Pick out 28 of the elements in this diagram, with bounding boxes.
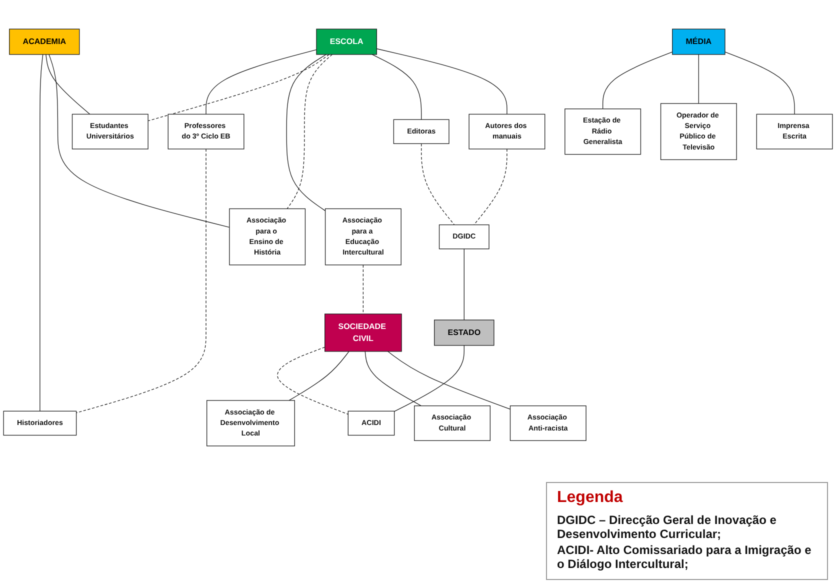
legend-text: DGIDC – Direcção Geral de Inovação e Desenvolvimento Curricular; — [557, 513, 778, 541]
connector — [148, 54, 330, 122]
node-box: SOCIEDADE CIVIL — [324, 314, 402, 352]
node-box: MÉDIA — [672, 28, 726, 55]
connector — [277, 346, 348, 415]
connector — [48, 54, 230, 228]
node-box: ESTADO — [434, 320, 494, 346]
connector — [46, 54, 90, 115]
node-box: ESCOLA — [316, 28, 378, 55]
connector — [421, 143, 455, 226]
node-box: ACADEMIA — [9, 28, 80, 55]
connector — [288, 351, 350, 401]
connector — [206, 49, 317, 115]
connector — [364, 351, 422, 406]
connector — [698, 54, 699, 104]
connector — [286, 54, 326, 212]
connector — [372, 54, 422, 120]
connector — [602, 52, 673, 110]
connector — [387, 351, 511, 410]
connector — [474, 148, 508, 226]
legend-title: Legenda — [557, 489, 624, 507]
connector — [362, 264, 364, 314]
connector — [376, 48, 508, 115]
connector — [286, 54, 333, 210]
connector — [40, 54, 44, 412]
connector — [724, 52, 795, 115]
legend-text: ACIDI- Alto Comissariado para a Imigração e o Diálogo Intercultural; — [557, 543, 812, 571]
connector — [394, 345, 464, 412]
